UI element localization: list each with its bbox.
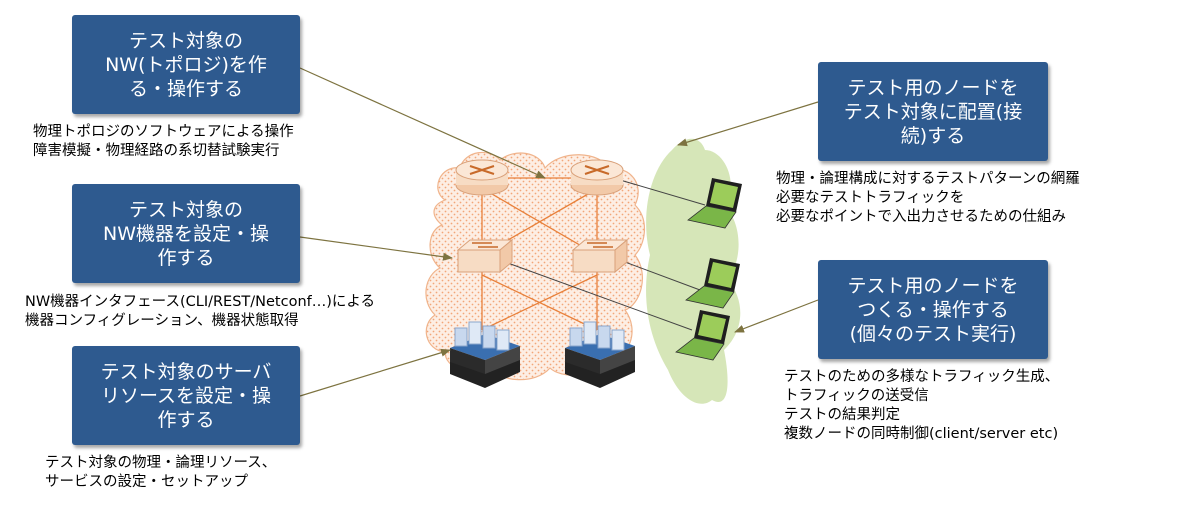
- device-note: NW機器インタフェース(CLI/REST/Netconf…)による 機器コンフィ…: [25, 293, 375, 331]
- note-line: 障害模擬・物理経路の系切替試験実行: [33, 143, 280, 159]
- note-line: 機器コンフィグレーション、機器状態取得: [25, 313, 299, 329]
- make-node-box: テスト用のノードを つくる・操作する (個々のテスト実行): [818, 260, 1048, 359]
- switch-icon: [456, 238, 514, 274]
- note-line: 物理トポロジのソフトウェアによる操作: [33, 124, 294, 140]
- box-line: る・操作する: [128, 77, 243, 100]
- note-line: 物理・論理構成に対するテストパターンの網羅: [776, 171, 1080, 187]
- note-line: サービスの設定・セットアップ: [45, 474, 248, 490]
- router-icon: [455, 159, 509, 196]
- note-line: 複数ノードの同時制御(client/server etc): [784, 426, 1059, 442]
- box-line: 続)する: [900, 124, 966, 147]
- box-line: テスト用のノードを: [847, 76, 1019, 99]
- server-stack-icon: [565, 321, 635, 388]
- box-line: NW機器を設定・操: [103, 222, 269, 245]
- laptop-links: [504, 179, 706, 331]
- place-node-note: 物理・論理構成に対するテストパターンの網羅 必要なテストトラフィックを 必要なポ…: [776, 170, 1080, 227]
- box-line: NW(トポロジ)を作: [105, 53, 267, 76]
- laptop-icon: [675, 310, 730, 361]
- topology-note: 物理トポロジのソフトウェアによる操作 障害模擬・物理経路の系切替試験実行: [33, 123, 294, 161]
- make-node-note: テストのための多様なトラフィック生成、 トラフィックの送受信 テストの結果判定 …: [784, 368, 1059, 444]
- box-line: テスト対象の: [128, 198, 243, 221]
- box-line: テスト用のノードを: [847, 274, 1019, 297]
- server-note: テスト対象の物理・論理リソース、 サービスの設定・セットアップ: [45, 454, 276, 492]
- note-line: テストのための多様なトラフィック生成、: [784, 369, 1060, 385]
- connector-arrows: [299, 67, 819, 397]
- box-line: テスト対象のサーバ: [100, 360, 272, 383]
- note-line: トラフィックの送受信: [784, 388, 929, 404]
- box-line: リソースを設定・操: [100, 384, 272, 407]
- laptop-icon: [685, 258, 740, 309]
- laptop-icon: [687, 178, 742, 229]
- router-icon: [570, 159, 624, 196]
- server-stack-icon: [450, 321, 520, 388]
- place-node-box: テスト用のノードを テスト対象に配置(接 続)する: [818, 62, 1048, 161]
- note-line: テストの結果判定: [784, 407, 900, 423]
- box-line: 作する: [157, 246, 215, 269]
- box-line: つくる・操作する: [857, 298, 1009, 321]
- box-line: 作する: [157, 408, 215, 431]
- device-box: テスト対象の NW機器を設定・操 作する: [72, 184, 300, 283]
- server-box: テスト対象のサーバ リソースを設定・操 作する: [72, 346, 300, 445]
- note-line: 必要なポイントで入出力させるための仕組み: [776, 209, 1066, 225]
- note-line: テスト対象の物理・論理リソース、: [45, 455, 277, 471]
- switch-icon: [571, 238, 629, 274]
- note-line: NW機器インタフェース(CLI/REST/Netconf…)による: [25, 294, 375, 310]
- topology-box: テスト対象の NW(トポロジ)を作 る・操作する: [72, 15, 300, 114]
- box-line: テスト対象の: [128, 29, 243, 52]
- note-line: 必要なテストトラフィックを: [776, 190, 965, 206]
- box-line: (個々のテスト実行): [849, 322, 1017, 345]
- box-line: テスト対象に配置(接: [843, 100, 1023, 123]
